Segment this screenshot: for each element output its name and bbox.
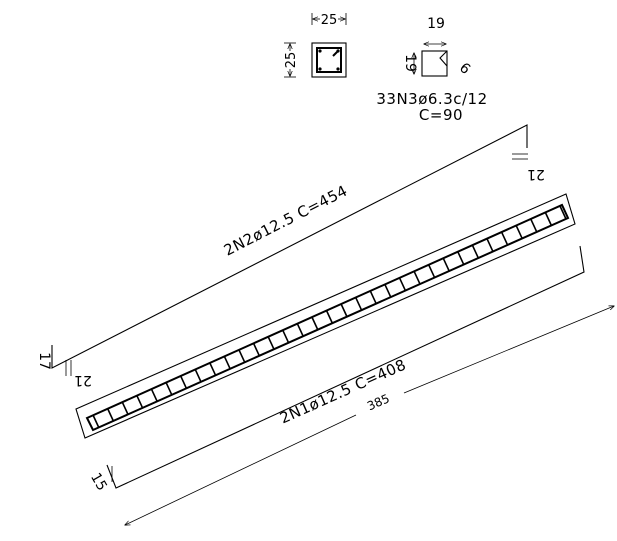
beam-stirrups xyxy=(92,205,567,429)
beam-stirrup xyxy=(369,290,378,305)
top-bar-left-rise-label: 17 xyxy=(36,352,52,370)
beam-stirrup xyxy=(194,368,202,383)
span-dimension-line-left xyxy=(125,414,357,525)
section-bar-tl xyxy=(318,49,322,53)
beam-stirrup xyxy=(252,342,261,357)
beam-cross-section: 25 25 xyxy=(284,13,347,78)
beam-stirrup xyxy=(413,270,421,285)
beam-stirrup xyxy=(471,244,480,259)
bottom-bar-n1: 15 2N1ø12.5 C=408 xyxy=(87,245,585,494)
section-bar-bl xyxy=(318,67,322,71)
beam-stirrup xyxy=(209,362,217,377)
beam-stirrup xyxy=(457,251,465,266)
beam-stirrup xyxy=(296,323,305,337)
beam-stirrup xyxy=(238,349,246,364)
stirrup-shape: 19 19 6 33N3ø6.3c/12 C=90 xyxy=(376,16,487,124)
beam-stirrup xyxy=(486,238,494,253)
beam-stirrup-cage xyxy=(85,203,570,432)
beam-stirrup xyxy=(106,408,115,422)
beam-stirrup xyxy=(179,375,188,390)
beam-stirrup xyxy=(398,277,407,292)
beam-stirrup xyxy=(442,257,451,272)
section-bar-tr xyxy=(336,49,340,53)
top-bar-line xyxy=(51,124,528,369)
beam-stirrup xyxy=(384,284,392,298)
top-bar-right-hook-label: 21 xyxy=(527,166,545,182)
section-width-label: 25 xyxy=(321,13,338,28)
beam-stirrup xyxy=(325,310,334,324)
beam-stirrup xyxy=(121,401,129,416)
beam-stirrup xyxy=(559,205,567,220)
stirrup-hook-label: 6 xyxy=(456,60,473,78)
stirrup-hook xyxy=(439,50,448,67)
beam-stirrup xyxy=(427,264,436,279)
beam-stirrup xyxy=(92,414,100,429)
span-dimension: 385 xyxy=(125,306,614,525)
beam-stirrup xyxy=(223,355,232,370)
section-width-dimension: 25 xyxy=(311,13,347,28)
beam-stirrup xyxy=(530,218,538,233)
bottom-bar-line xyxy=(106,245,585,489)
beam-stirrup xyxy=(150,388,159,403)
span-dimension-line-right xyxy=(403,306,614,394)
beam-stirrup xyxy=(311,316,319,331)
bottom-bar-left-rise-label: 15 xyxy=(87,470,110,493)
beam-stirrup xyxy=(136,395,144,409)
beam-stirrup xyxy=(544,212,553,226)
beam-elevation xyxy=(75,193,576,439)
top-bar-left-hook-label: 21 xyxy=(74,372,92,388)
stirrup-square xyxy=(421,50,448,77)
stirrup-length: C=90 xyxy=(419,106,463,124)
section-bar-br xyxy=(336,67,340,71)
beam-stirrup xyxy=(515,225,523,239)
beam-outline xyxy=(75,193,576,439)
stirrup-callout: 33N3ø6.3c/12 xyxy=(376,90,487,108)
beam-stirrup xyxy=(340,303,348,318)
span-label: 385 xyxy=(365,391,392,413)
section-height-label: 25 xyxy=(284,52,299,69)
section-outline xyxy=(311,42,347,78)
beam-stirrup xyxy=(281,329,290,344)
section-height-dimension: 25 xyxy=(284,42,299,78)
bottom-bar-callout: 2N1ø12.5 C=408 xyxy=(277,355,409,427)
stirrup-width-label: 19 xyxy=(427,16,445,32)
beam-stirrup xyxy=(267,336,275,350)
stirrup-height-label: 19 xyxy=(402,54,418,72)
beam-stirrup xyxy=(354,297,363,311)
section-stirrup xyxy=(316,47,342,73)
beam-stirrup xyxy=(165,381,173,396)
beam-stirrup xyxy=(500,231,509,246)
